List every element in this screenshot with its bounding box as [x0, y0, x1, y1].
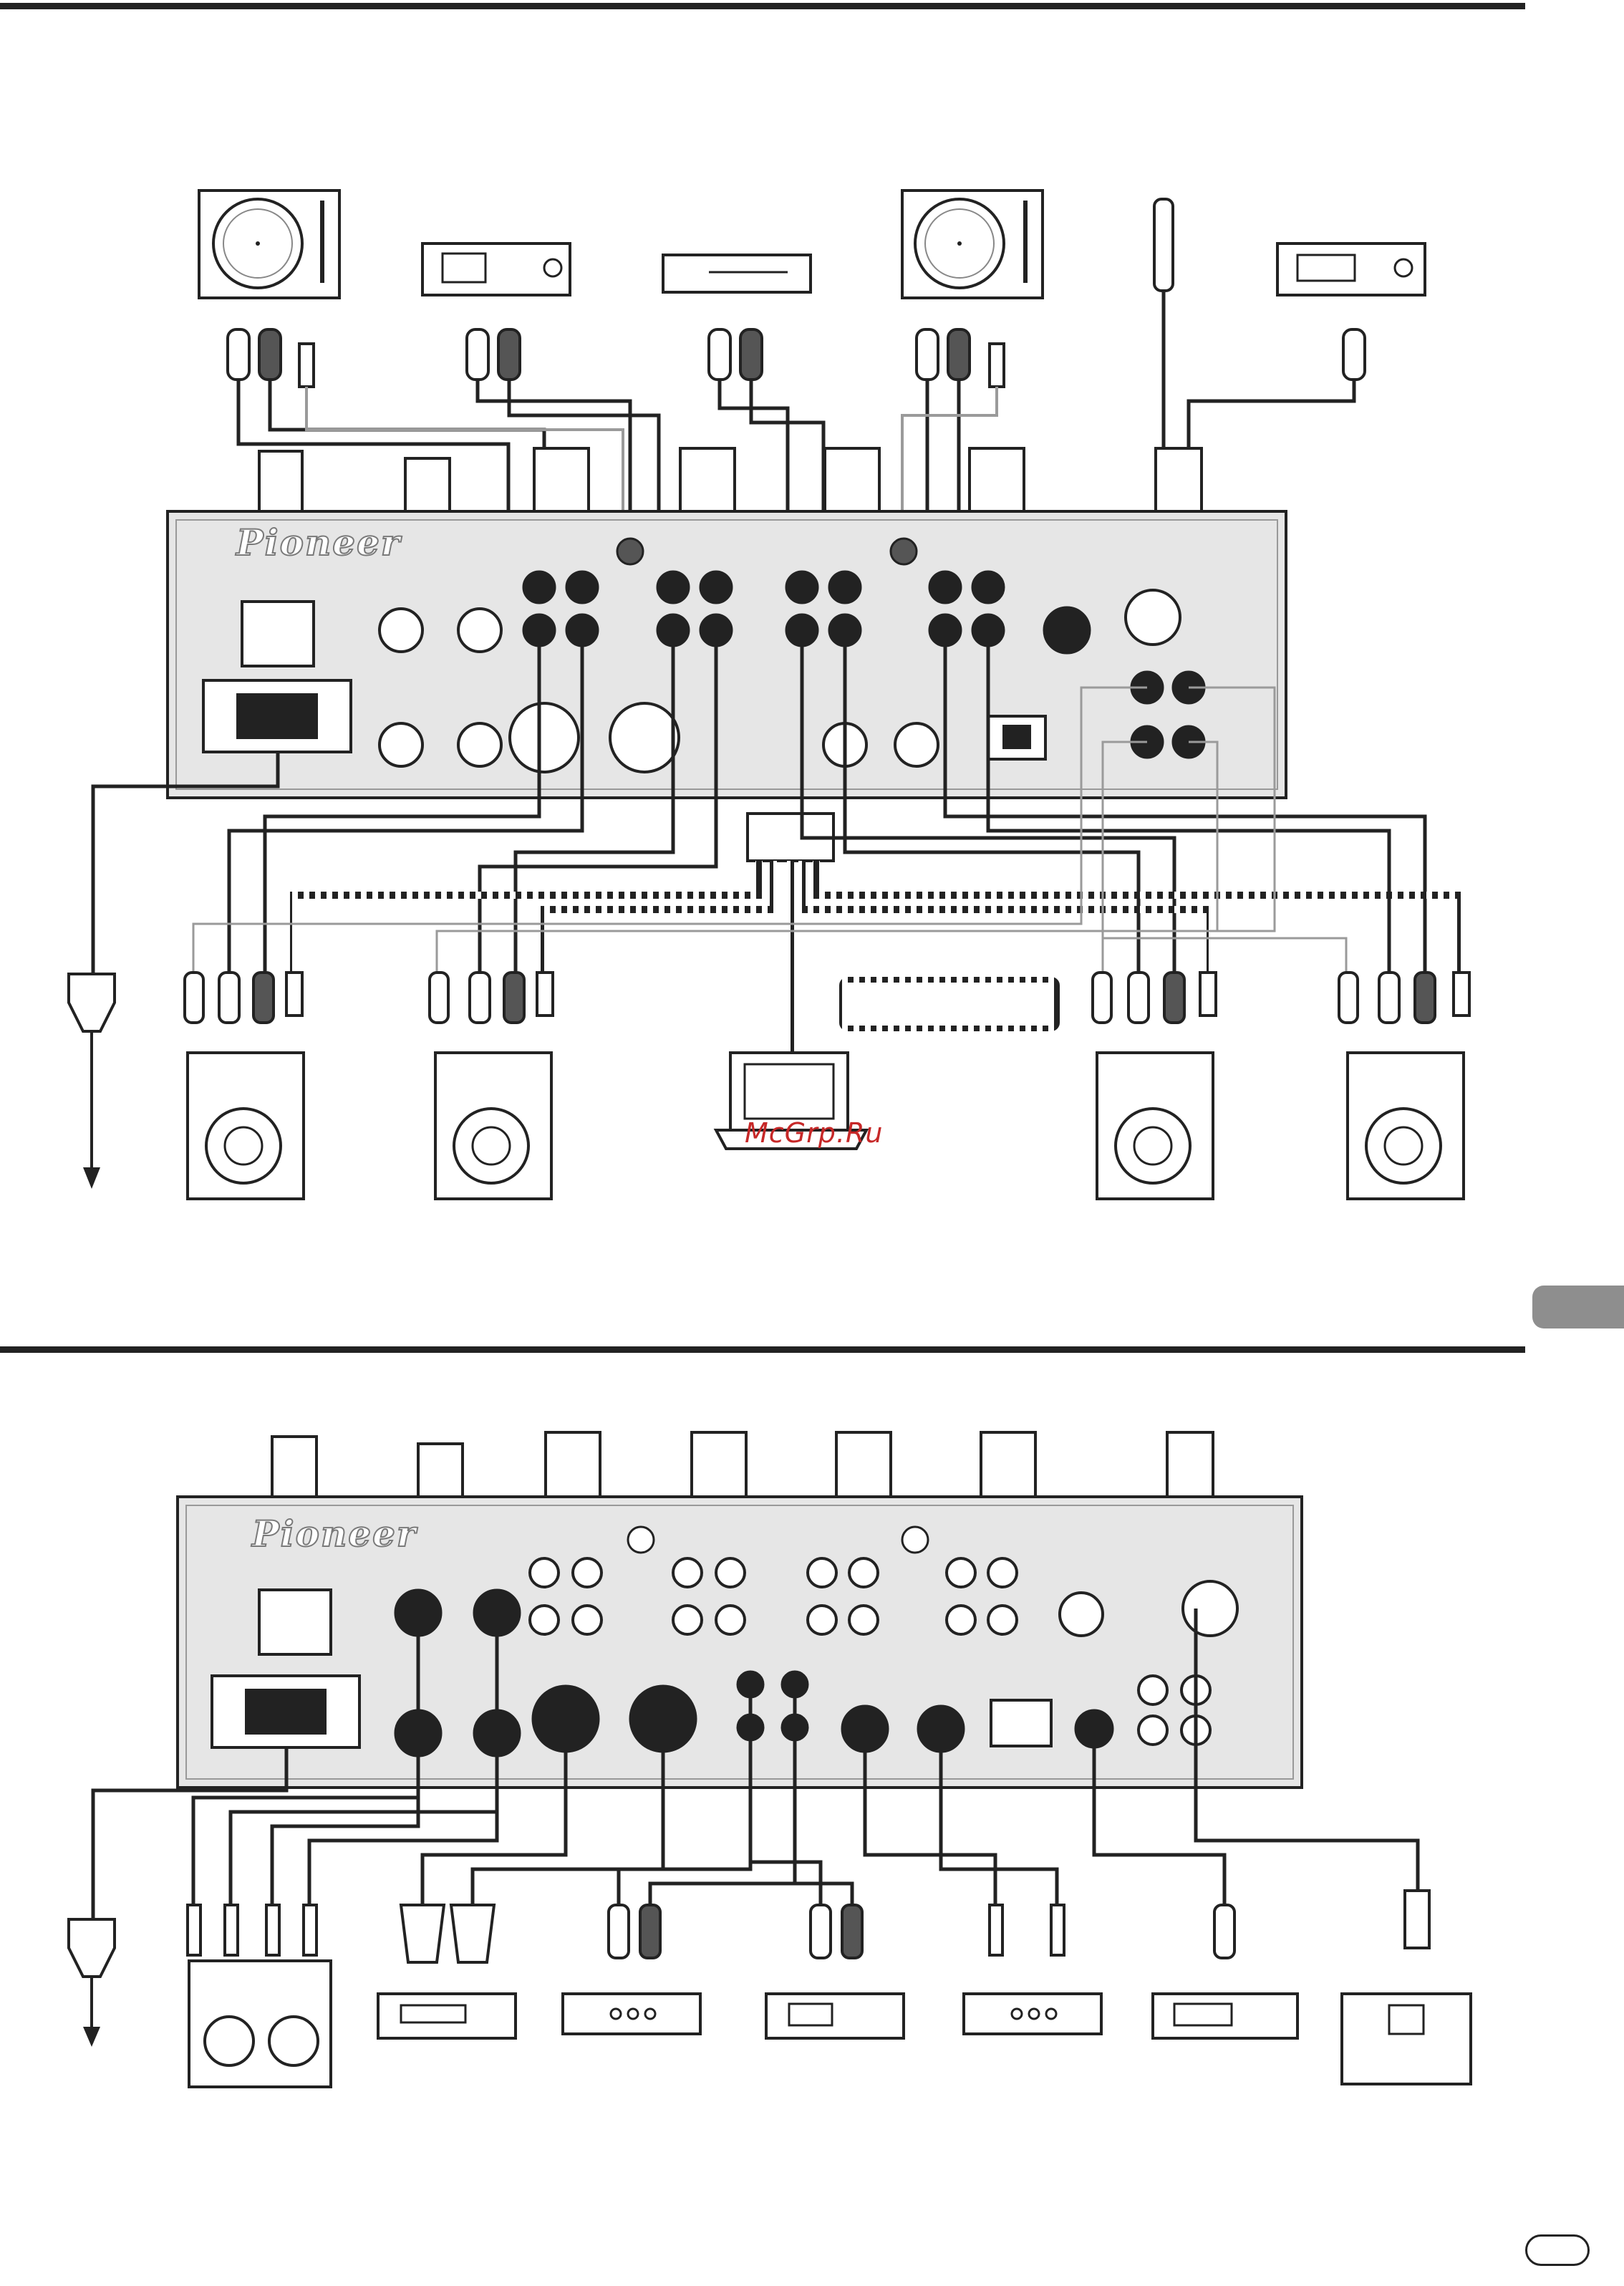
dj-player-2 — [435, 1053, 551, 1199]
receiver-device-bottom — [1153, 1994, 1297, 2038]
section-tab — [1532, 1286, 1624, 1328]
midi-controller — [1342, 1994, 1471, 2084]
language-badge — [1525, 2234, 1590, 2266]
source-plugs-top — [228, 329, 1365, 387]
mixer-rear-panel-bottom — [178, 1432, 1302, 1788]
tuner-device-top — [422, 243, 570, 295]
mixer-rear-panel-top — [168, 448, 1286, 798]
turntable-right — [902, 190, 1043, 298]
output-plugs-bottom — [188, 1891, 1429, 1962]
recorder-device — [766, 1994, 904, 2038]
power-cord-top — [93, 752, 278, 974]
top-section-rule — [0, 3, 1525, 9]
dj-player-3 — [1097, 1053, 1213, 1199]
bottom-section-rule — [0, 1346, 1525, 1353]
microphone — [1154, 199, 1173, 473]
cd-deck-device-top — [663, 255, 811, 292]
amplifier-3 — [964, 1994, 1101, 2034]
power-plug-bottom — [69, 1919, 115, 2047]
pioneer-logo-top: Pioneer — [236, 521, 401, 564]
dj-player-1 — [188, 1053, 304, 1199]
amplifier-2 — [563, 1994, 700, 2034]
amplifier-1 — [378, 1994, 516, 2038]
receiver-device-top — [1277, 243, 1425, 295]
dj-player-4 — [1348, 1053, 1464, 1199]
pioneer-logo-bottom: Pioneer — [252, 1513, 417, 1555]
turntable-left — [199, 190, 339, 298]
player-plugs-top — [185, 973, 1469, 1023]
legend-box — [842, 980, 1057, 1028]
power-plug-top — [69, 974, 115, 1189]
watermark-text: McGrp.Ru — [745, 1117, 883, 1149]
sampler-device — [189, 1961, 331, 2087]
